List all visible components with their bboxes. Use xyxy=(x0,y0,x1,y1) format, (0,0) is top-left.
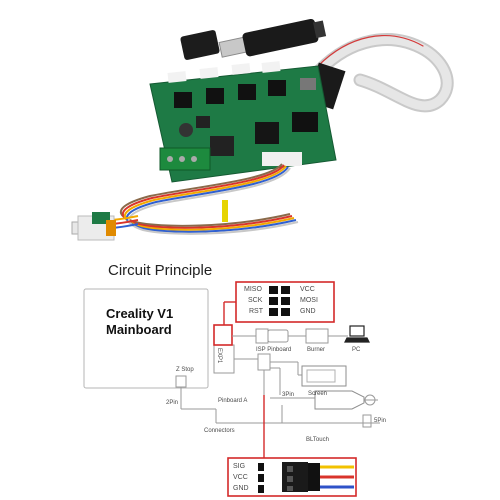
isp-pin-table xyxy=(235,281,335,323)
usb-cap-icon xyxy=(180,30,220,60)
isp-connector xyxy=(213,324,233,346)
pc-icon xyxy=(344,325,370,343)
diagram-title: Circuit Principle xyxy=(108,262,213,279)
bltouch-label: BLTouch xyxy=(306,437,329,443)
mainboard-name-line2: Mainboard xyxy=(106,322,172,337)
isp-pin-rst: RST xyxy=(249,308,263,315)
isp-pin-mosi: MOSI xyxy=(300,297,318,304)
three-pin-label: 3Pin xyxy=(282,392,295,398)
z-stop-label: Z Stop xyxy=(176,367,194,373)
z-stop-port xyxy=(175,375,187,388)
pinboard-a-label: Pinboard A xyxy=(218,398,248,404)
isp-pin-gnd: GND xyxy=(300,308,316,315)
pc-label: PC xyxy=(352,347,361,353)
screen-box xyxy=(301,365,347,387)
bltouch-diagram-icon xyxy=(314,390,365,410)
product-photo xyxy=(71,18,454,241)
five-pin-label: 5Pin xyxy=(374,418,387,424)
mainboard-pcb xyxy=(149,61,337,183)
isp-pin-miso: MISO xyxy=(244,286,262,293)
sensor-pin-table xyxy=(227,457,357,497)
sensor-pin-vcc: VCC xyxy=(233,474,248,481)
isp-pin-sck: SCK xyxy=(248,297,263,304)
bltouch-sensor-icon xyxy=(71,212,116,241)
mainboard-box xyxy=(83,288,209,389)
isp-pinboard-box xyxy=(255,328,269,344)
wire-harness-icon xyxy=(107,163,299,235)
usb-programmer-icon xyxy=(218,18,327,58)
burner-label: Burner xyxy=(307,347,326,353)
mainboard-name-line1: Creality V1 xyxy=(106,306,174,321)
screen-label: Screen xyxy=(308,391,328,397)
isp-pin-vcc: VCC xyxy=(300,286,315,293)
sensor-pin-gnd: GND xyxy=(233,485,249,492)
sensor-pin-sig: SIG xyxy=(233,463,246,470)
pinboard-a xyxy=(257,353,271,371)
two-pin-label: 2Pin xyxy=(166,400,179,406)
burner-box xyxy=(305,328,329,344)
connectors-label: Connectors xyxy=(204,428,235,434)
exp1-label: EXP1 xyxy=(216,348,222,364)
isp-pinboard-label: ISP Pinboard xyxy=(256,347,292,353)
